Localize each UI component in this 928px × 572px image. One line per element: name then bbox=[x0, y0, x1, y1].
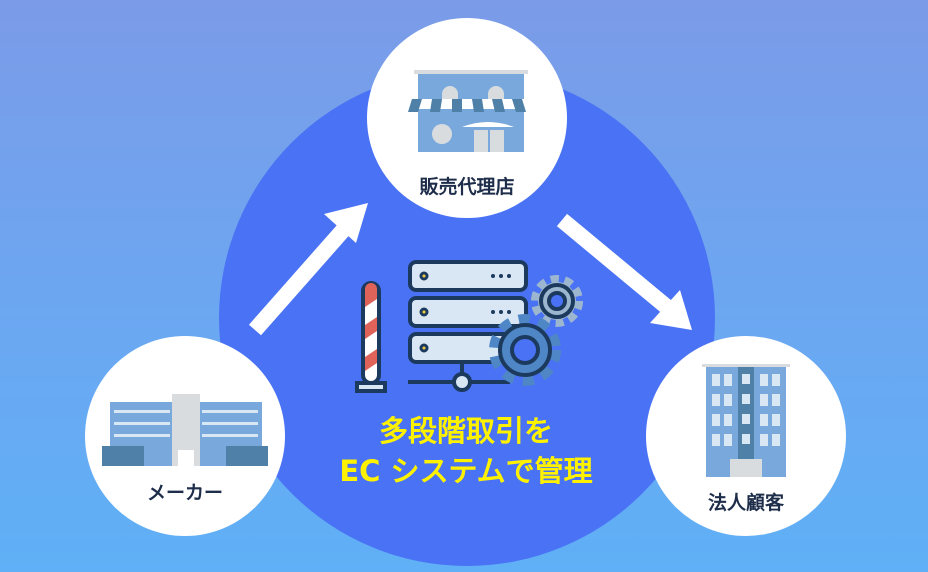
storefront-icon bbox=[408, 70, 532, 152]
office-building-icon bbox=[702, 364, 790, 477]
arrow-dealer-to-corporate bbox=[556, 213, 692, 330]
dealer-label: 販売代理店 bbox=[419, 176, 515, 198]
center-caption-line2: EC システムで管理 bbox=[339, 454, 593, 488]
corporate-label: 法人顧客 bbox=[707, 492, 784, 514]
server-gears-icon bbox=[355, 260, 583, 393]
center-caption-line1: 多段階取引を bbox=[378, 414, 553, 448]
factory-icon bbox=[102, 394, 268, 466]
maker-label: メーカー bbox=[146, 482, 223, 504]
arrow-maker-to-dealer bbox=[249, 203, 368, 336]
